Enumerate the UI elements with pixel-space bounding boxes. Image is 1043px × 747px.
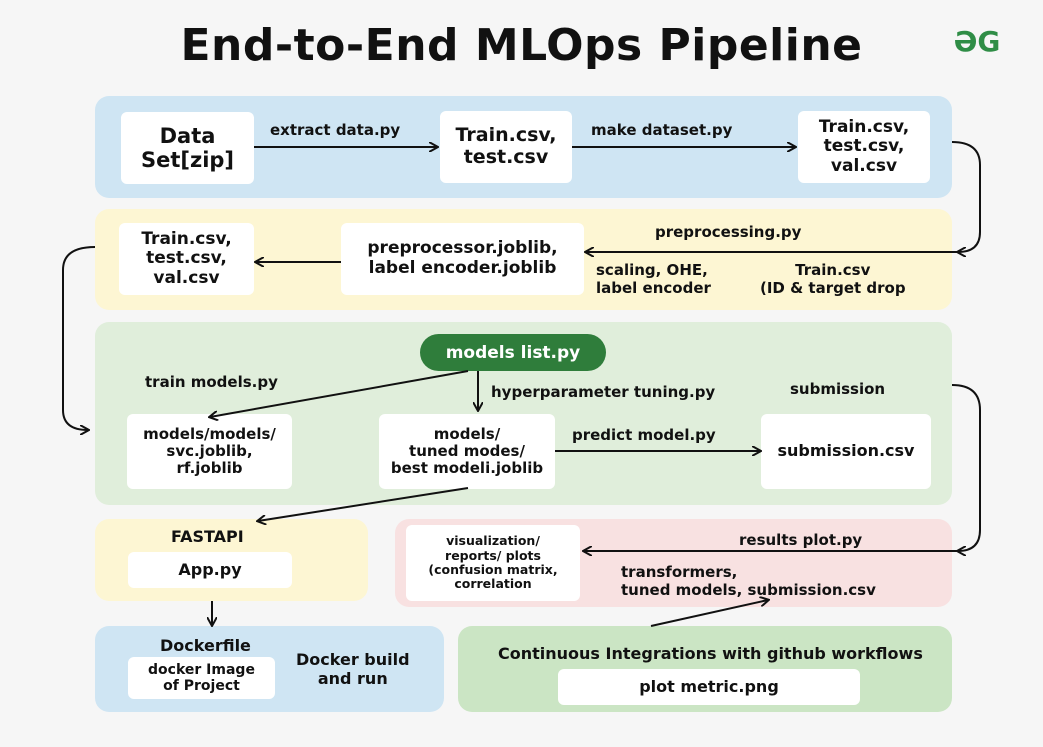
- preprocessing-label: preprocessing.py: [655, 223, 802, 241]
- fastapi-label: FASTAPI: [171, 527, 244, 546]
- train-test-box: Train.csv, test.csv: [440, 111, 572, 183]
- docker-image-box: docker Image of Project: [128, 657, 275, 699]
- app-py-box: App.py: [128, 552, 292, 588]
- predict-model-label: predict model.py: [572, 426, 716, 444]
- extract-data-label: extract data.py: [270, 121, 401, 139]
- arrow-ci-up: [650, 600, 768, 627]
- visualization-box: visualization/ reports/ plots (confusion…: [406, 525, 580, 601]
- gfg-logo-icon: ƏG: [953, 24, 1001, 58]
- arrow-to-models-box: [210, 370, 469, 417]
- dockerfile-label: Dockerfile: [160, 636, 251, 655]
- submission-csv-box: submission.csv: [761, 414, 931, 489]
- plot-metric-box: plot metric.png: [558, 669, 860, 705]
- models-list-pill: models list.py: [420, 334, 606, 371]
- submission-label: submission: [790, 380, 886, 398]
- train-test-val-box-split: Train.csv, test.csv, val.csv: [119, 223, 254, 295]
- tuned-models-box: models/ tuned modes/ best modeli.joblib: [379, 414, 555, 489]
- dataset-zip-box: Data Set[zip]: [121, 112, 254, 184]
- arrow-val-down-right: [951, 141, 981, 252]
- make-dataset-label: make dataset.py: [591, 121, 733, 139]
- preprocessor-box: preprocessor.joblib, label encoder.jobli…: [341, 223, 584, 295]
- target-drop-label: Train.csv (ID & target drop: [760, 261, 906, 297]
- hyperparameter-tuning-label: hyperparameter tuning.py: [491, 383, 716, 401]
- arrow-right-loop: [951, 384, 981, 551]
- ci-label: Continuous Integrations with github work…: [498, 644, 923, 663]
- train-test-val-box-top: Train.csv, test.csv, val.csv: [798, 111, 930, 183]
- train-models-label: train models.py: [145, 373, 278, 391]
- arrow-left-loop: [62, 246, 96, 430]
- scaling-label: scaling, OHE, label encoder: [596, 261, 711, 297]
- arrow-to-fastapi: [258, 487, 469, 521]
- page-title: End-to-End MLOps Pipeline: [180, 20, 863, 71]
- docker-build-label: Docker build and run: [296, 650, 410, 689]
- models-joblib-box: models/models/ svc.joblib, rf.joblib: [127, 414, 292, 489]
- transformers-label: transformers, tuned models, submission.c…: [621, 563, 876, 599]
- results-plot-label: results plot.py: [739, 531, 863, 549]
